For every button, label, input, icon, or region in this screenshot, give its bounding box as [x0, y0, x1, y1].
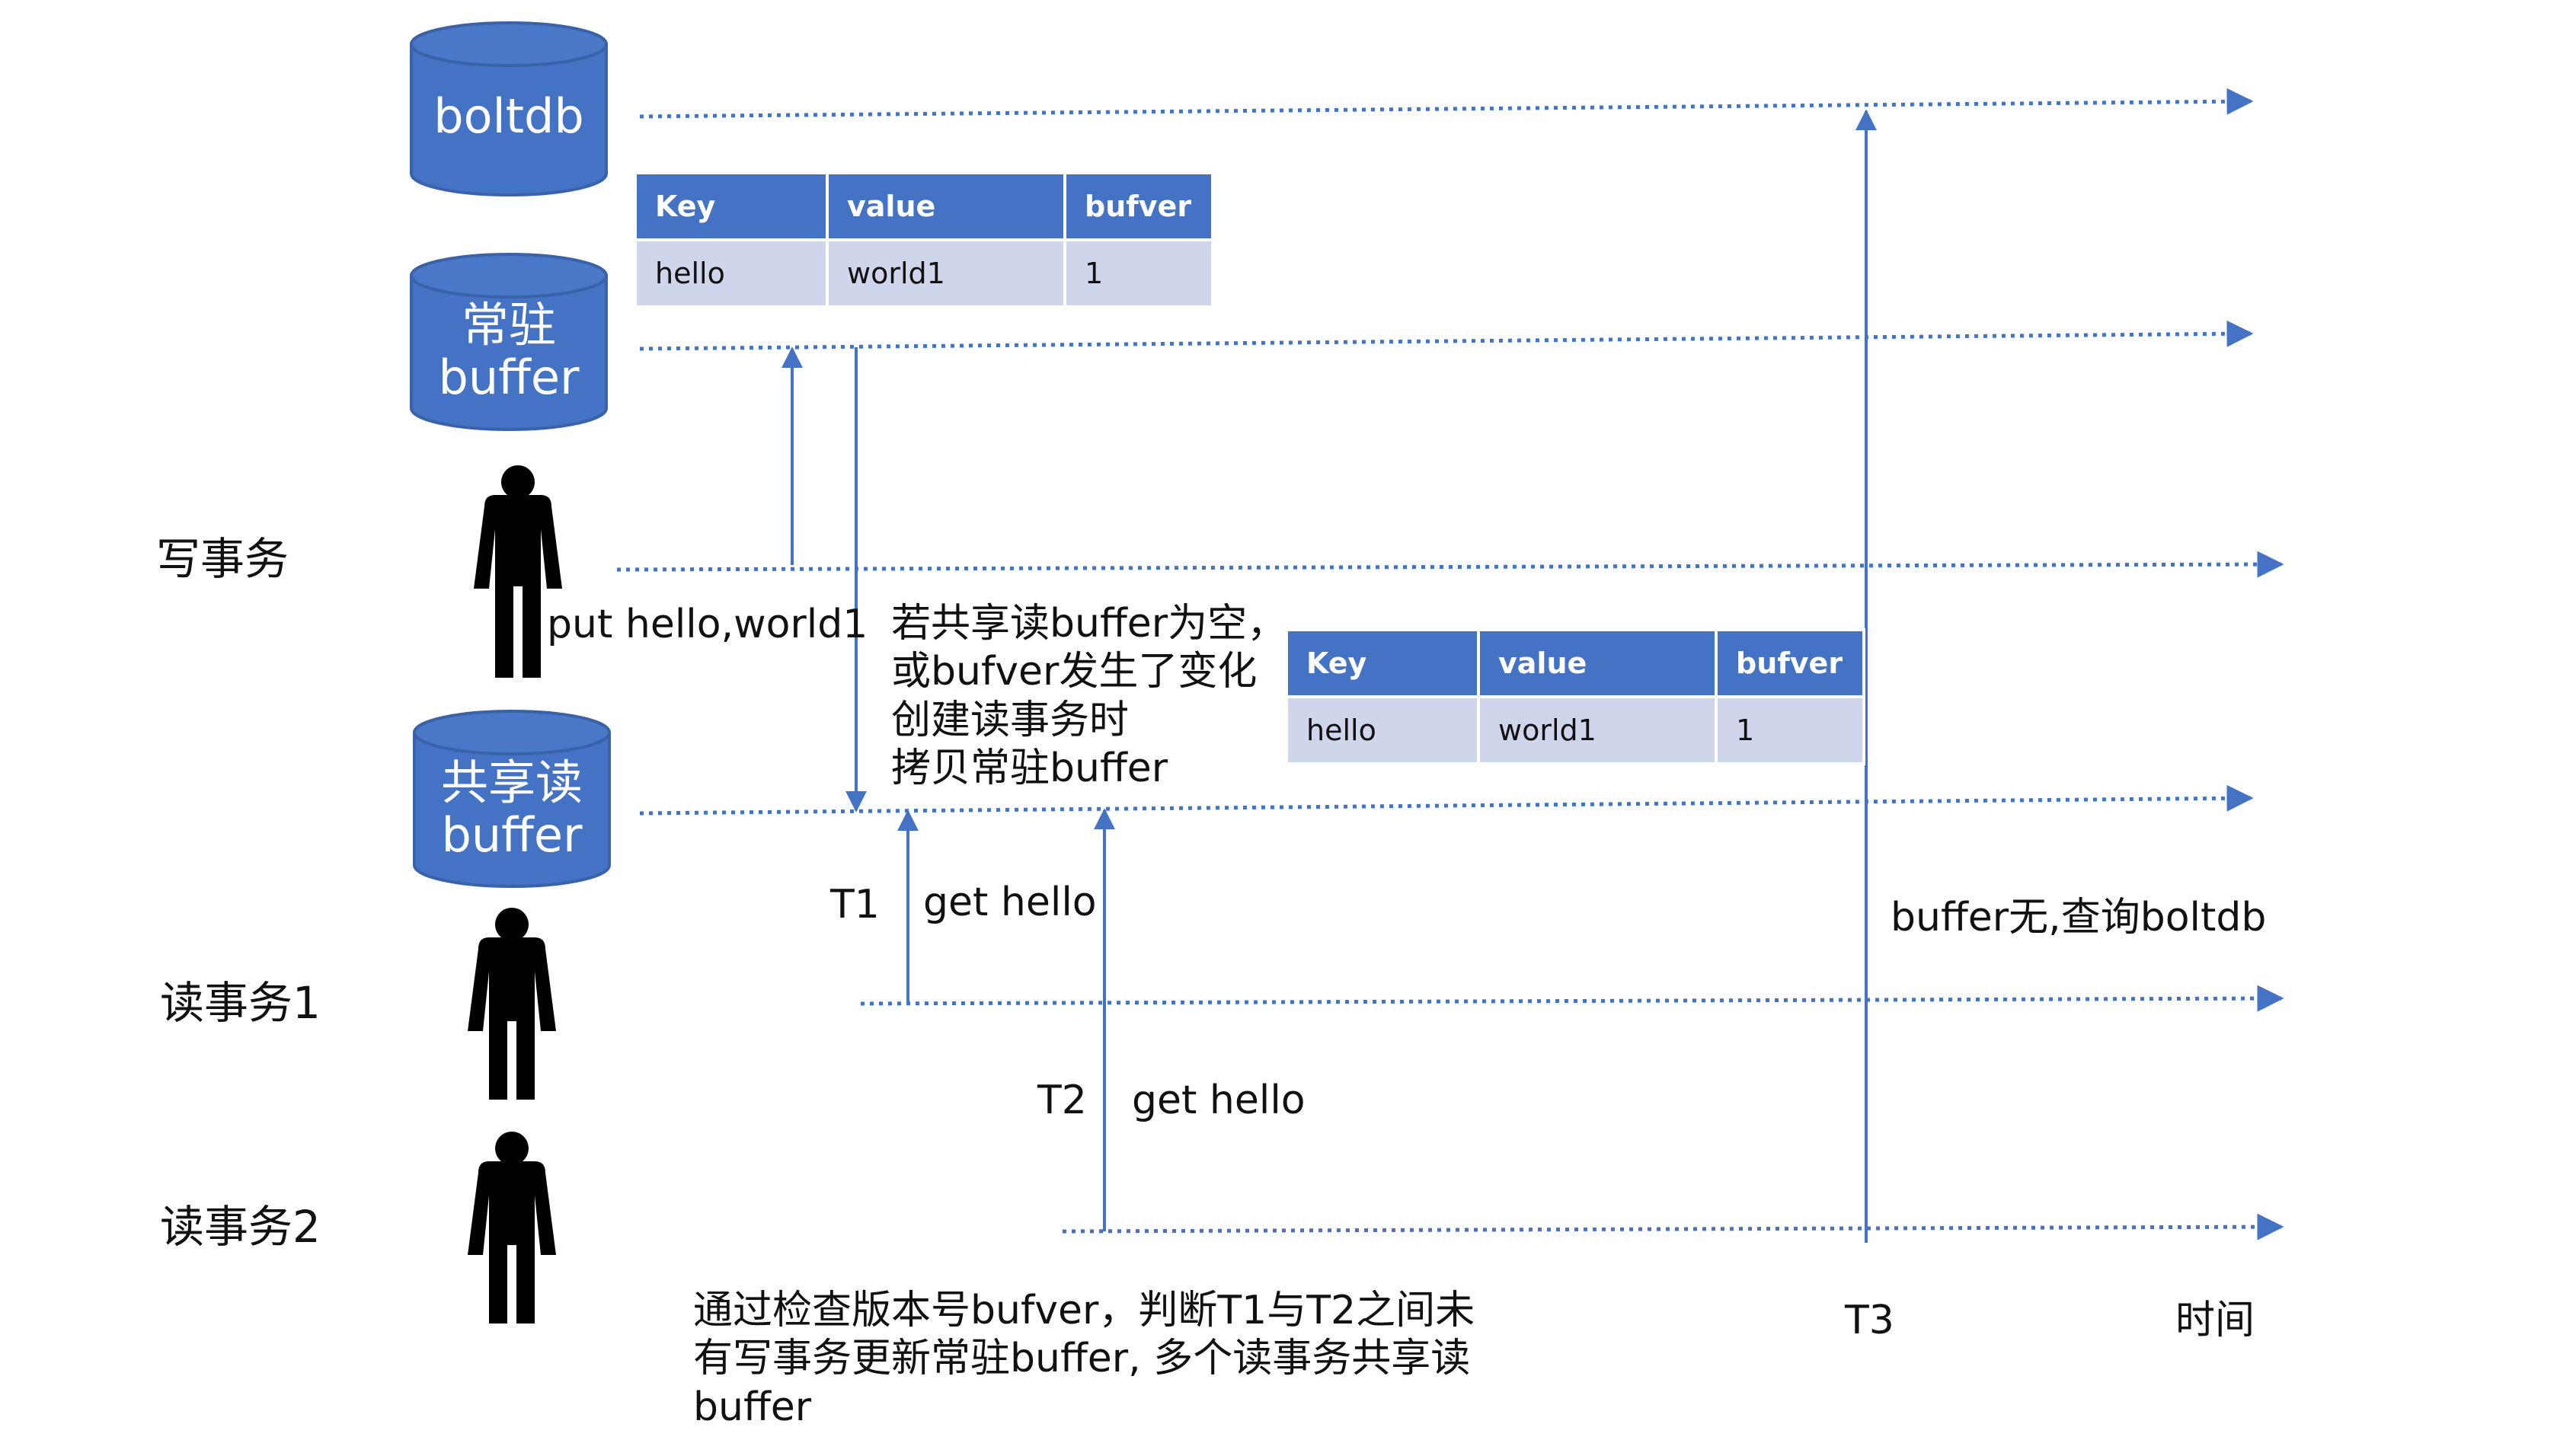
buffer-miss-label: buffer无,查询boltdb	[1891, 895, 2267, 940]
timeline-read-txn1	[860, 985, 2284, 1012]
timeline-boltdb	[639, 88, 2254, 119]
table-row: hello world1 1	[637, 241, 1211, 305]
shared-buffer-table: Key value bufver hello world1 1	[1285, 628, 1865, 765]
write-txn-label: 写事务	[156, 533, 289, 585]
table-cell: world1	[829, 241, 1063, 305]
bottom-note: 通过检查版本号bufver，判断T1与T2之间未 有写事务更新常驻buffer,…	[693, 1288, 1475, 1430]
resident-buffer-label: 常驻 buffer	[438, 297, 580, 406]
table-header-row: Key value bufver	[1288, 631, 1862, 695]
table-cell: hello	[637, 241, 826, 305]
resident-buffer-table: Key value bufver hello world1 1	[634, 171, 1214, 308]
read-txn2-label: 读事务2	[160, 1201, 321, 1253]
vertical-arrows	[781, 109, 1877, 1243]
table-cell: 1	[1718, 698, 1862, 762]
database-icon	[413, 710, 611, 888]
person-icon	[474, 465, 562, 678]
put-label: put hello,world1	[547, 602, 868, 647]
table-cell: 1	[1066, 241, 1211, 305]
table-header-cell: Key	[637, 174, 826, 238]
table-row: hello world1 1	[1288, 698, 1862, 762]
timeline-write-txn	[616, 551, 2284, 578]
copy-note: 若共享读buffer为空， 或bufver发生了变化 创建读事务时 拷贝常驻bu…	[891, 601, 1287, 792]
get-hello-2-label: get hello	[1132, 1078, 1306, 1123]
timeline-read-txn2	[1062, 1213, 2284, 1240]
table-header-cell: bufver	[1066, 174, 1211, 238]
database-icon	[410, 253, 608, 431]
timeline-shared-buffer	[639, 784, 2254, 816]
table-header-cell: value	[1480, 631, 1715, 695]
t2-label: T2	[1037, 1078, 1087, 1123]
table-header-cell: value	[829, 174, 1063, 238]
table-header-cell: bufver	[1718, 631, 1862, 695]
table-cell: hello	[1288, 698, 1477, 762]
t3-label: T3	[1845, 1298, 1894, 1343]
timeline-resident-buffer	[639, 320, 2254, 351]
time-axis-label: 时间	[2175, 1298, 2255, 1343]
person-icon	[468, 908, 556, 1100]
shared-buffer-label: 共享读 buffer	[440, 755, 583, 864]
database-icon	[410, 21, 608, 196]
get-hello-1-label: get hello	[923, 880, 1097, 925]
table-header-cell: Key	[1288, 631, 1477, 695]
table-header-row: Key value bufver	[637, 174, 1211, 238]
table-cell: world1	[1480, 698, 1715, 762]
boltdb-label: boltdb	[433, 88, 584, 144]
read-txn1-label: 读事务1	[160, 977, 321, 1029]
person-icon	[468, 1132, 556, 1323]
t1-label: T1	[830, 882, 880, 928]
